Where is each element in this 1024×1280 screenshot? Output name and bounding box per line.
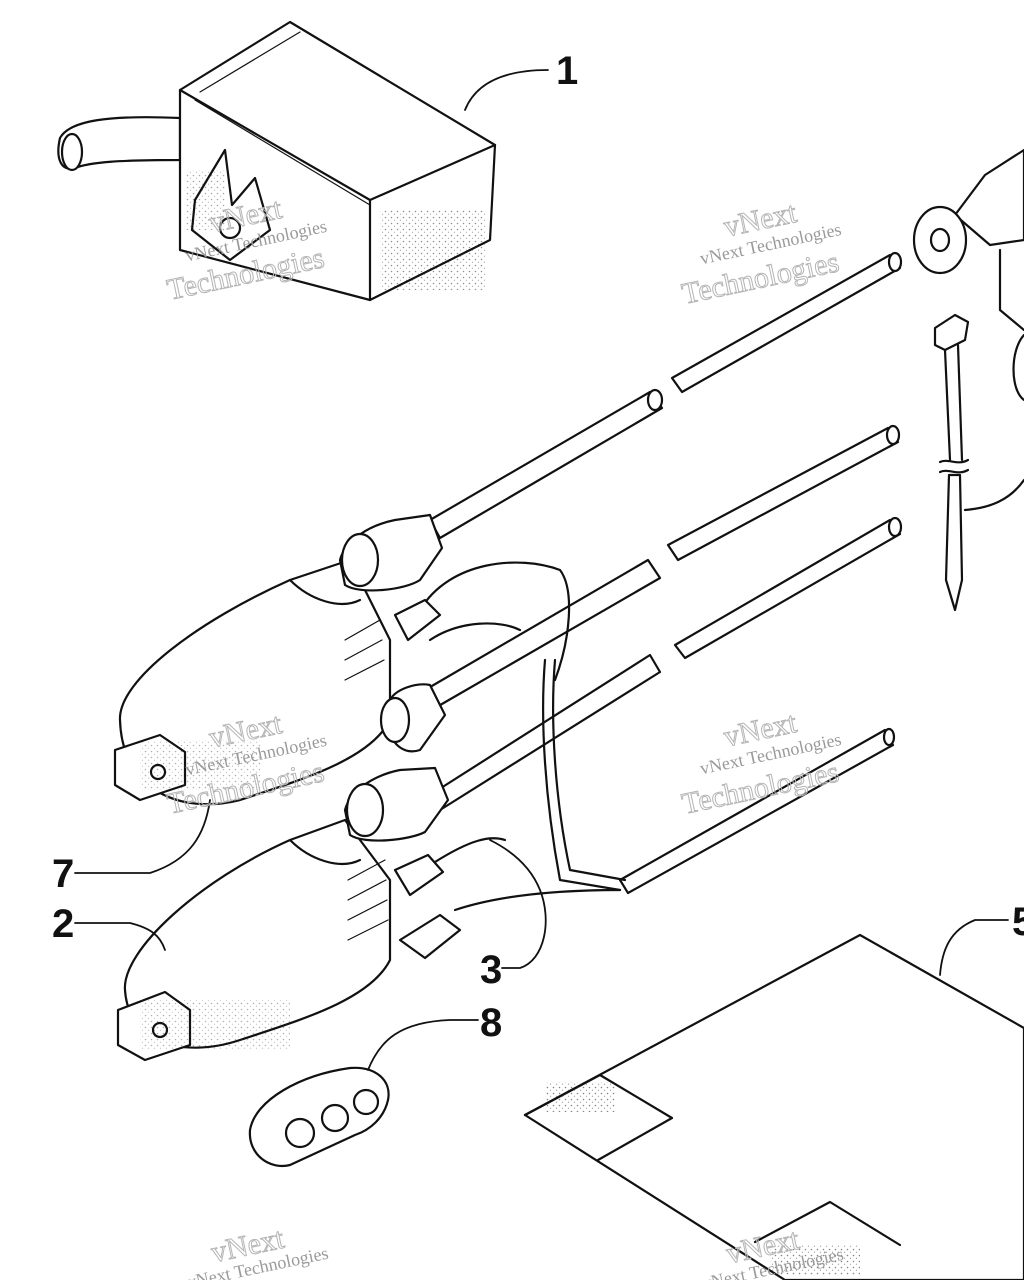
wire-segments [618,251,903,895]
callout-5: 5 [1012,900,1024,944]
cable-tie [933,313,970,612]
callout-2: 2 [52,902,74,946]
watermark-mid-right: vNext vNext Technologies Technologies [678,705,843,821]
callout-1: 1 [556,49,578,93]
callout-8: 8 [480,1001,502,1045]
spark-plug-cap [912,148,1024,512]
callout-3: 3 [480,948,502,992]
watermark-bottom-left: vNext vNext Technologies [185,1221,330,1280]
decal-sheet-part-5 [523,933,1024,1280]
grommet-part-8 [248,1066,390,1168]
ignition-coil-part-2 [116,766,622,1062]
ignition-coil-part-7 [113,388,664,892]
leader-lines [74,69,1009,1071]
cdi-box-part-1 [57,20,497,302]
callout-7: 7 [52,852,74,896]
